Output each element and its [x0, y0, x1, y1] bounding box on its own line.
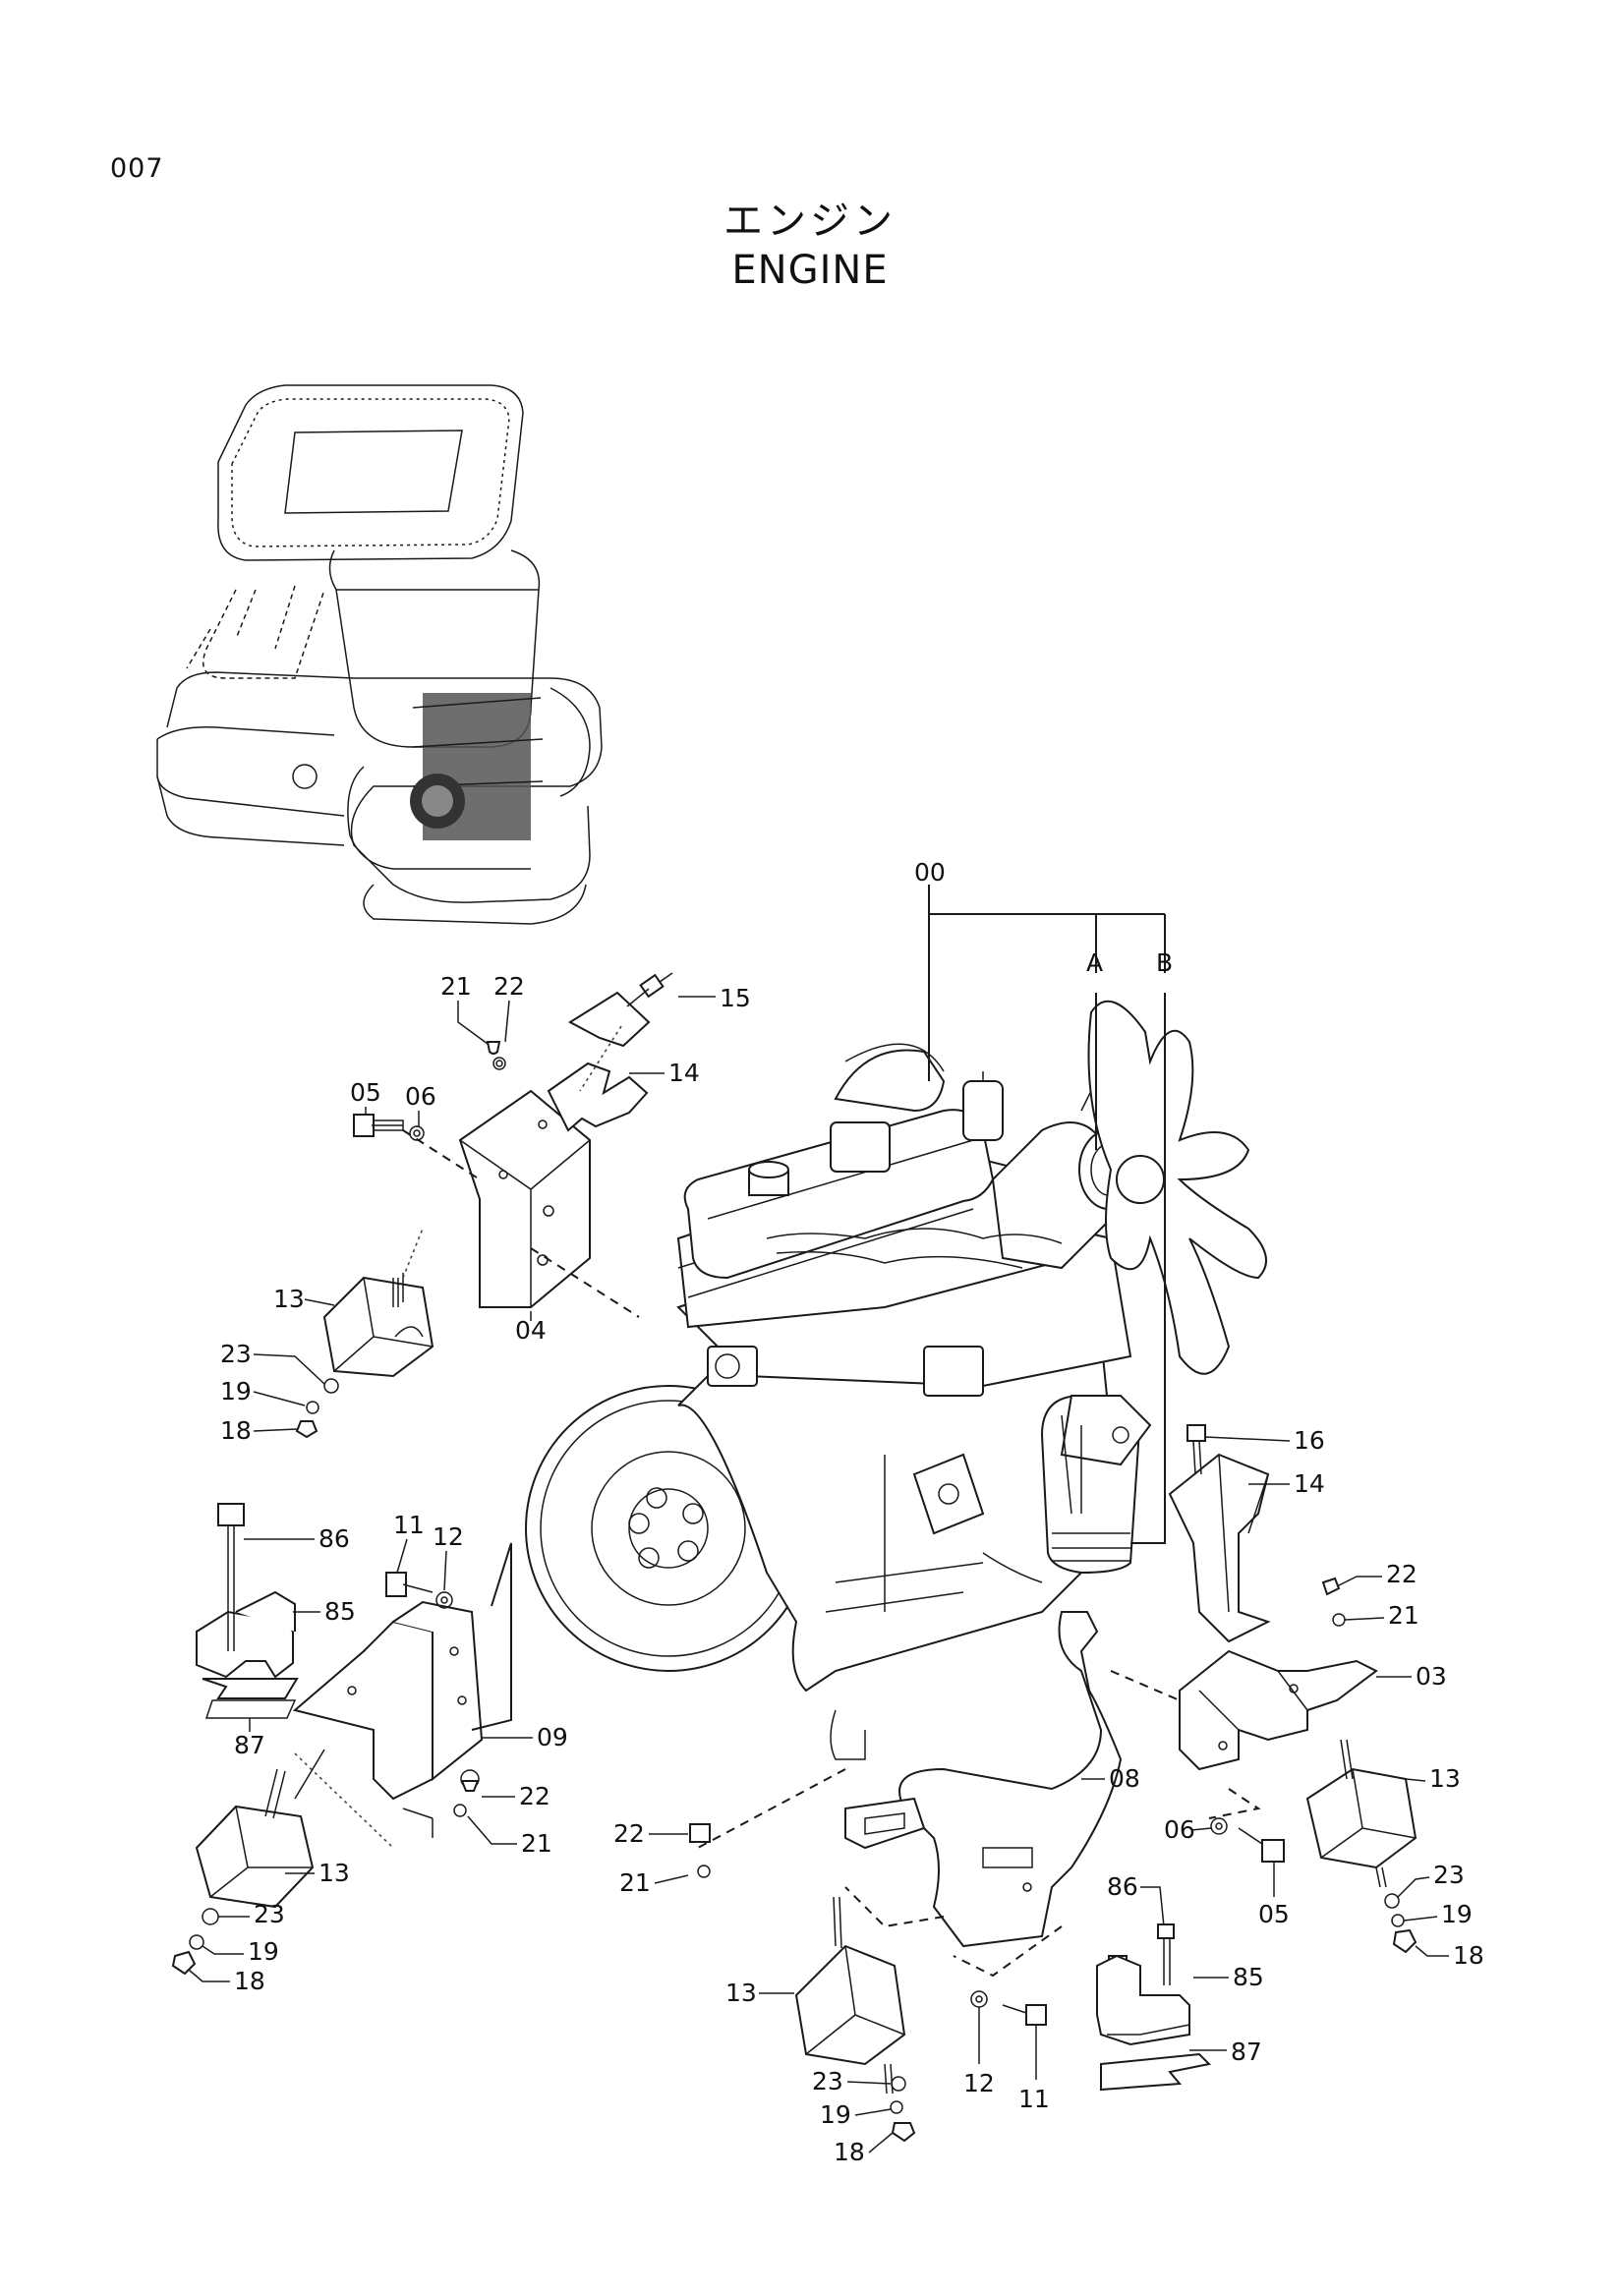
- front-left-bracket-group: [353, 972, 673, 1318]
- callout-13-right: 13: [1429, 1764, 1461, 1793]
- callout-A: A: [1086, 948, 1103, 977]
- callout-18-left-upper: 18: [220, 1416, 252, 1445]
- callout-22-top: 22: [493, 972, 525, 1001]
- callout-14-right: 14: [1294, 1469, 1325, 1498]
- callout-11-left: 11: [393, 1511, 425, 1539]
- callout-05-left: 05: [350, 1078, 381, 1107]
- callout-21-center: 21: [619, 1868, 651, 1897]
- callout-87-right: 87: [1231, 2038, 1262, 2066]
- callout-13-center: 13: [725, 1979, 757, 2007]
- right-bracket-group: [1110, 1424, 1418, 1954]
- callout-85-right: 85: [1233, 1963, 1264, 1991]
- assembly-leader-lines: [928, 885, 1166, 1544]
- callout-03: 03: [1416, 1662, 1447, 1691]
- callout-13-left-upper: 13: [273, 1285, 305, 1313]
- callout-09: 09: [537, 1723, 568, 1751]
- callout-23-left-upper: 23: [220, 1340, 252, 1368]
- callout-15: 15: [720, 984, 751, 1012]
- callout-19-left-upper: 19: [220, 1377, 252, 1406]
- callout-13-left-lower: 13: [318, 1859, 350, 1887]
- callout-22-center: 22: [613, 1819, 645, 1848]
- callout-86-right: 86: [1107, 1872, 1138, 1901]
- engine-assembly: [525, 1000, 1267, 1760]
- callout-21-left-lower: 21: [521, 1829, 552, 1858]
- engine-mount-13-left-upper: [295, 1228, 434, 1439]
- callout-11-center: 11: [1018, 2085, 1050, 2113]
- callout-19-center: 19: [820, 2100, 851, 2129]
- callout-16: 16: [1294, 1426, 1325, 1455]
- part-callouts: 00 A B 21 22 15 14 05 06 04 13 23 19 18 …: [188, 858, 1484, 2166]
- rear-left-bracket-group: [171, 1503, 512, 1976]
- callout-21-right: 21: [1388, 1601, 1419, 1630]
- callout-22-left-lower: 22: [519, 1782, 550, 1810]
- callout-23-left-lower: 23: [254, 1900, 285, 1928]
- callout-18-center: 18: [834, 2138, 865, 2166]
- callout-06-left: 06: [405, 1082, 436, 1111]
- page-number: 007: [110, 153, 164, 184]
- callout-14-left: 14: [668, 1059, 700, 1087]
- callout-06-right: 06: [1164, 1815, 1195, 1844]
- callout-21-top: 21: [440, 972, 472, 1001]
- callout-85-left: 85: [324, 1597, 356, 1626]
- callout-18-right: 18: [1453, 1941, 1484, 1970]
- callout-12-center: 12: [963, 2069, 995, 2097]
- machine-overview-illustration: [156, 384, 603, 925]
- callout-87-left: 87: [234, 1731, 265, 1759]
- callout-B: B: [1156, 948, 1173, 977]
- center-bracket-group: [697, 1611, 1212, 2143]
- callout-22-right: 22: [1386, 1560, 1418, 1588]
- callout-19-left-lower: 19: [248, 1937, 279, 1966]
- callout-23-right: 23: [1433, 1861, 1465, 1889]
- callout-18-left-lower: 18: [234, 1967, 265, 1995]
- callout-05-right: 05: [1258, 1900, 1290, 1928]
- callout-12-left: 12: [433, 1522, 464, 1551]
- page-title-english: ENGINE: [731, 248, 889, 293]
- callout-00: 00: [914, 858, 946, 887]
- callout-23-center: 23: [812, 2067, 843, 2095]
- callout-08: 08: [1109, 1764, 1140, 1793]
- callout-86-left: 86: [318, 1524, 350, 1553]
- page-title-japanese: エンジン: [723, 199, 897, 244]
- callout-19-right: 19: [1441, 1900, 1473, 1928]
